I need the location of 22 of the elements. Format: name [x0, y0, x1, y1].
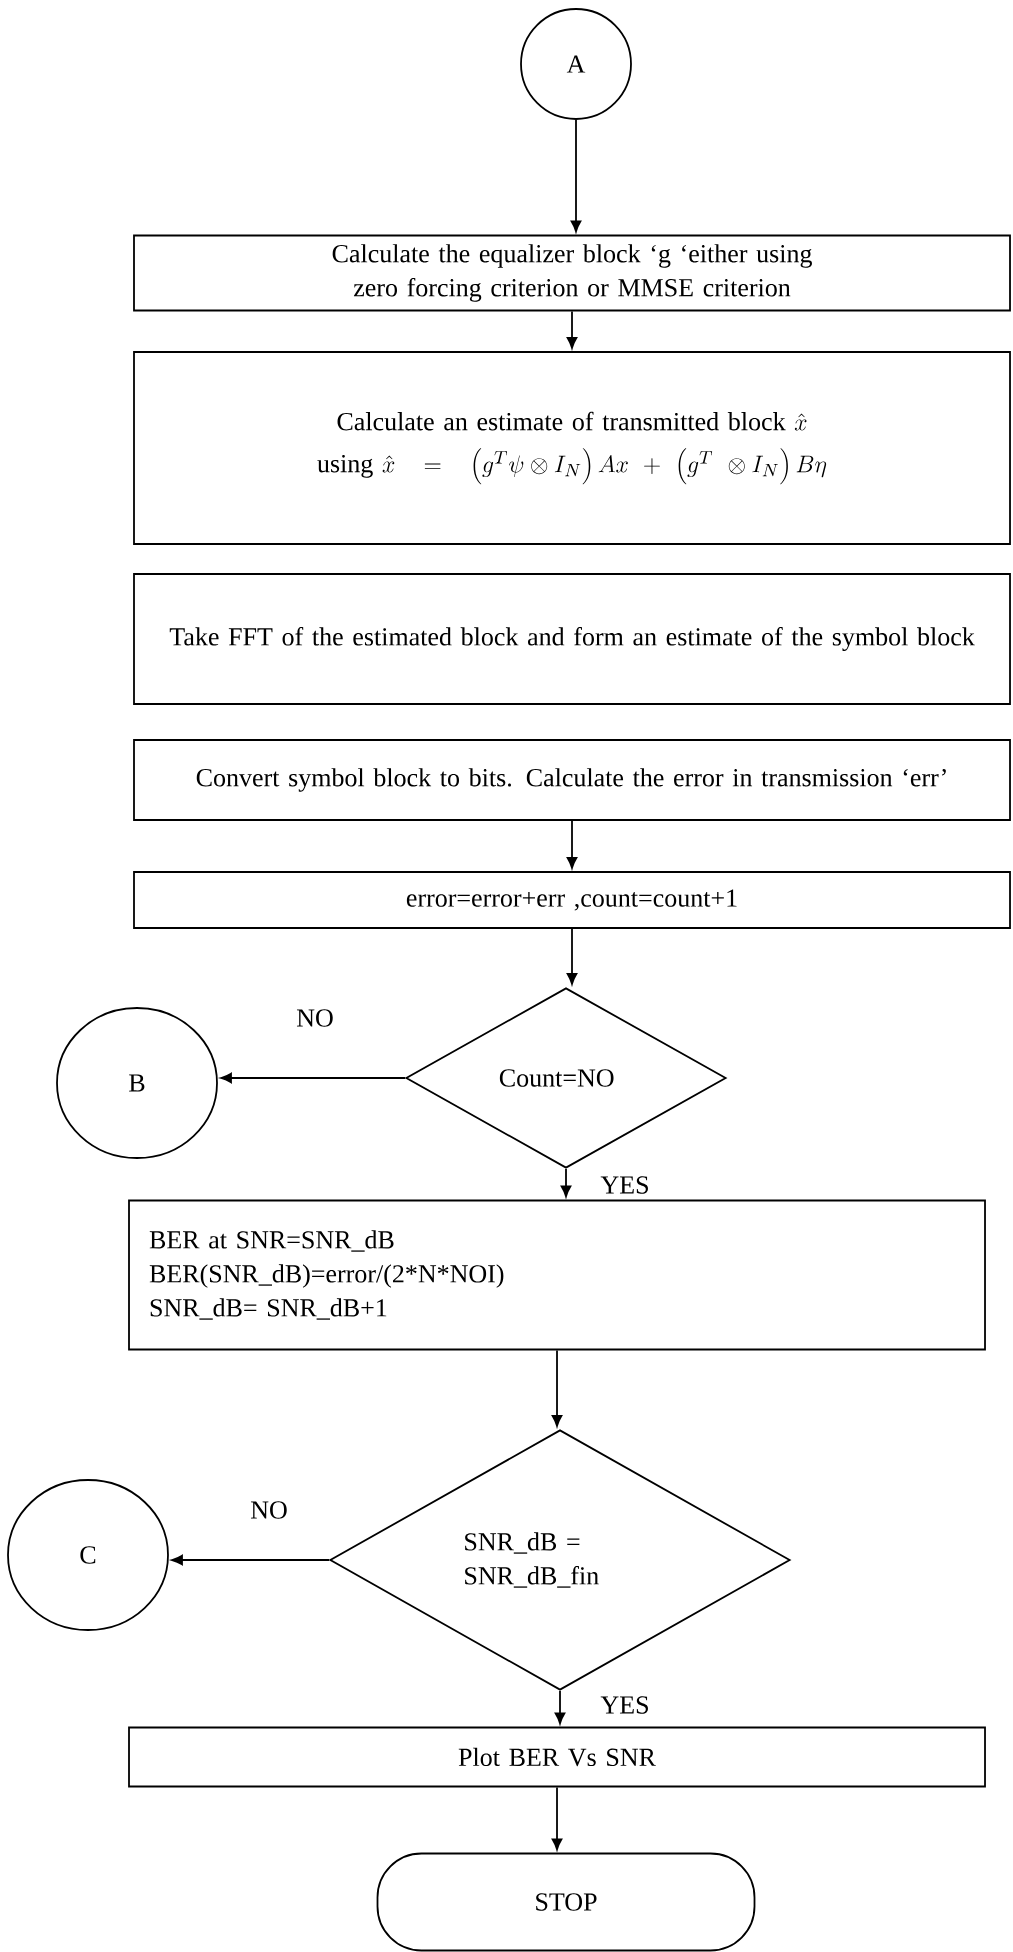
terminal-box: STOP	[376, 1852, 756, 1952]
arrow	[566, 928, 578, 985]
process-box: error=error+err ,count=count+1	[133, 871, 1011, 929]
arrow	[566, 820, 578, 869]
process-box: Take FFT of the estimated block and form an estimate of the symbol block	[133, 573, 1011, 705]
process-box: Plot BER Vs SNR	[128, 1726, 986, 1788]
process-box: Calculate the equalizer block ‘g ‘either using zero forcing criterion or MMSE criterion	[133, 234, 1011, 312]
edge-label: NO	[294, 1007, 336, 1029]
process-box: Convert symbol block to bits. Calculate the error in transmission ‘err’	[133, 739, 1011, 821]
process-box: Calculate an estimate of transmitted block $\hat{x}$ using $\hat{x}=\left(g^{T}\psi\otimes I_{N}\right)Ax+\left(g^{T}\ \otimes I_{N}\right)B\eta$	[133, 351, 1011, 545]
arrow	[570, 119, 582, 233]
arrow	[171, 1554, 330, 1566]
arrow	[560, 1168, 572, 1198]
process-box: BER at SNR=SNR_dB BER(SNR_dB)=error/(2*N*NOI) SNR_dB= SNR_dB+1	[128, 1199, 986, 1351]
arrow	[554, 1690, 566, 1725]
arrow	[566, 310, 578, 349]
edge-label: YES	[598, 1174, 652, 1196]
arrow	[220, 1072, 406, 1084]
arrow	[551, 1349, 563, 1427]
arrow	[551, 1786, 563, 1851]
edge-label: NO	[248, 1499, 290, 1521]
edge-label: YES	[598, 1694, 652, 1716]
